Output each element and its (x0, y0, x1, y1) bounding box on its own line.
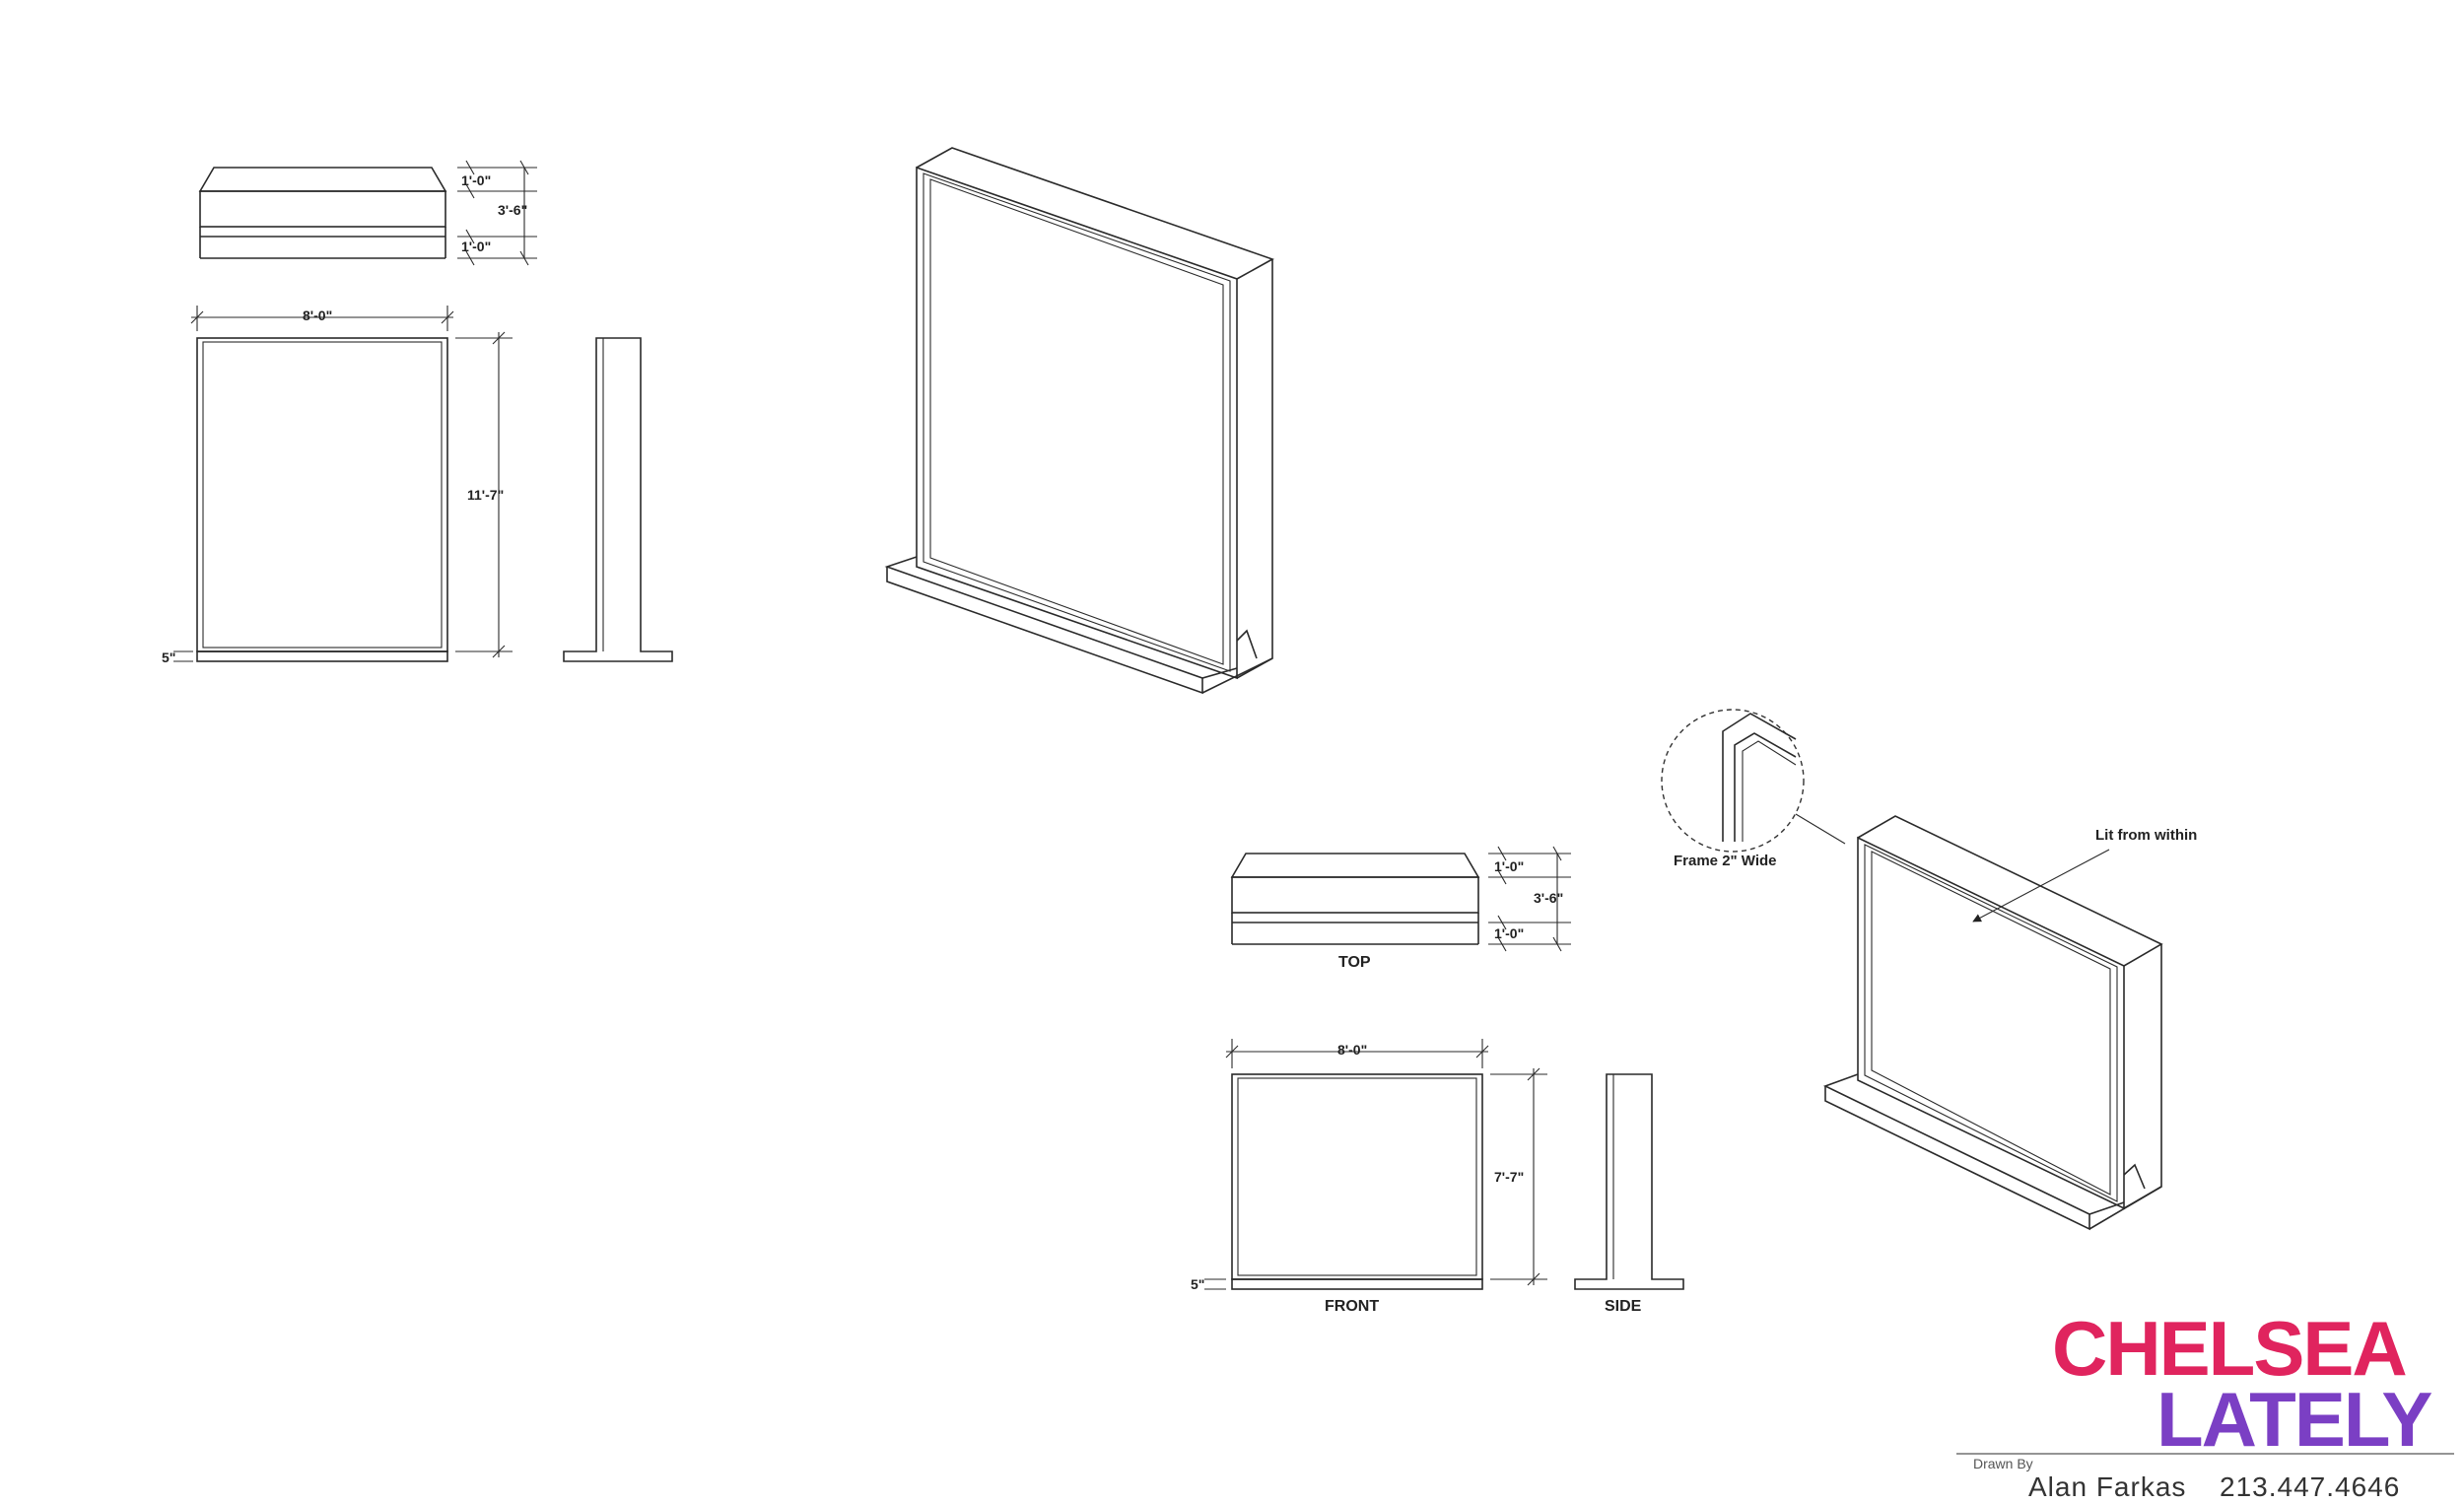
drawn-by-name: Alan Farkas (2028, 1471, 2186, 1502)
sign1-dim-base: 5" (162, 649, 175, 665)
frame-detail-callout: Frame 2" Wide (1661, 709, 1846, 869)
sign2-dim-base: 5" (1191, 1276, 1204, 1292)
sign1-dim-width: 8'-0" (303, 308, 332, 323)
sign1-front-dimensions: 8'-0" 11'-7" 5" (162, 306, 513, 665)
sign1-isometric-view (884, 147, 1274, 695)
sign2-dim-height: 7'-7" (1494, 1169, 1524, 1185)
sign2-dim-width: 8'-0" (1337, 1042, 1367, 1058)
sign2-isometric-view: Lit from within (1822, 815, 2197, 1231)
drawn-by-phone: 213.447.4646 (2220, 1471, 2400, 1502)
sign2-top-dimensions: 1'-0" 3'-6" 1'-0" (1488, 846, 1571, 952)
sign1-top-dimensions: 1'-0" 3'-6" 1'-0" (457, 160, 537, 266)
sign1-dim-top-lower: 1'-0" (461, 239, 491, 254)
sign1-dim-top-upper: 1'-0" (461, 172, 491, 188)
logo-line-lately: LATELY (2156, 1376, 2431, 1463)
title-block: CHELSEA LATELY Drawn By Alan Farkas 213.… (1956, 1305, 2454, 1502)
sign2-front-dimensions: 8'-0" 7'-7" 5" (1191, 1039, 1547, 1292)
sign2-label-side: SIDE (1605, 1298, 1642, 1315)
sign2-dim-top-total: 3'-6" (1534, 890, 1563, 906)
sign2-top-view: TOP (1230, 853, 1480, 971)
sign1-dim-height: 11'-7" (467, 487, 504, 503)
sign2-label-top: TOP (1338, 954, 1371, 971)
sign2-label-front: FRONT (1325, 1298, 1379, 1315)
sign1-top-view (198, 167, 447, 259)
sign1-front-view (196, 337, 448, 662)
sign1-dim-top-total: 3'-6" (498, 202, 527, 218)
sign2-dim-top-lower: 1'-0" (1494, 925, 1524, 941)
drawn-by-label: Drawn By (1973, 1456, 2033, 1471)
sign2-side-view: SIDE (1574, 1073, 1684, 1315)
frame-width-note: Frame 2" Wide (1674, 853, 1777, 869)
logo-line-chelsea: CHELSEA (2052, 1305, 2406, 1392)
sign2-front-view: FRONT (1231, 1073, 1483, 1315)
sign1-side-view (563, 337, 673, 662)
lit-from-within-note: Lit from within (2095, 827, 2197, 844)
sign2-dim-top-upper: 1'-0" (1494, 858, 1524, 874)
